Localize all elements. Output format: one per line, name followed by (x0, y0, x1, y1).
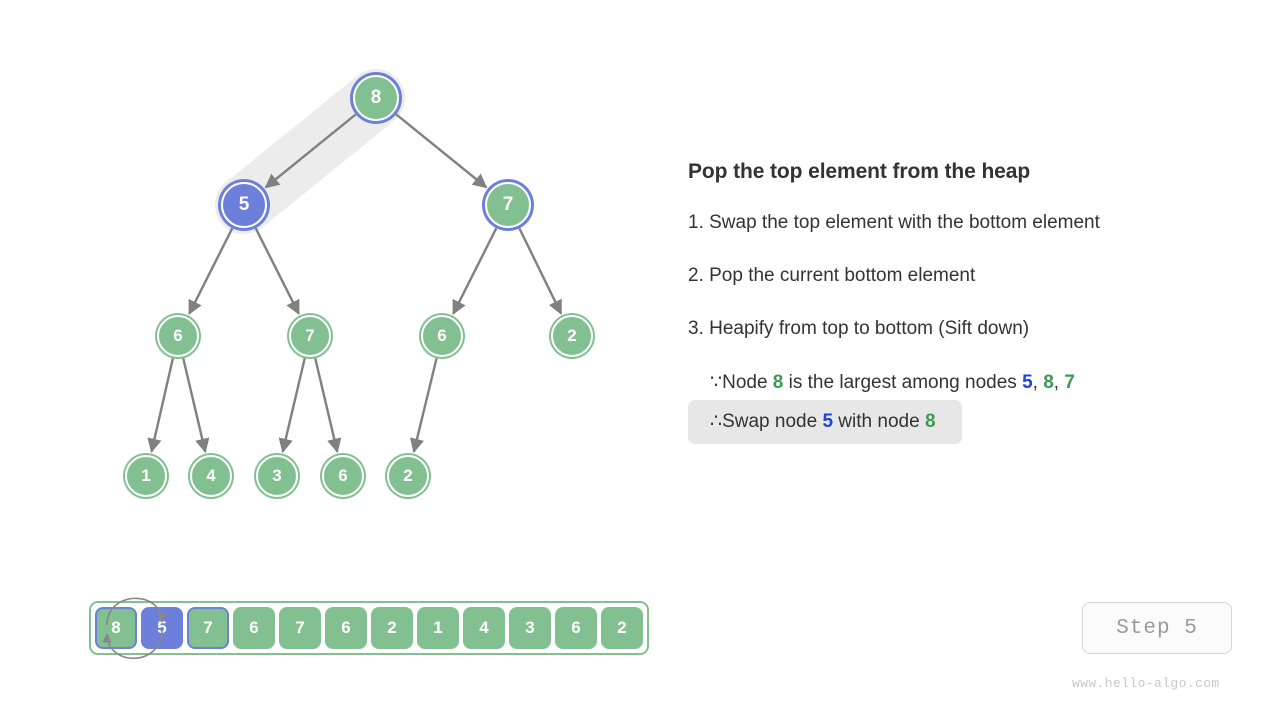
array-cell-8: 4 (463, 607, 505, 649)
reason-sep-1: , (1053, 372, 1065, 393)
array-cell-value: 3 (525, 618, 535, 637)
tree-edge-4 (452, 227, 498, 315)
tree-node-5: 6 (421, 315, 463, 357)
array-cell-2: 7 (187, 607, 229, 649)
tree-node-value: 2 (403, 466, 413, 485)
tree-edge-6 (147, 358, 175, 454)
array-cell-value: 6 (571, 618, 581, 637)
tree-node-value: 7 (502, 194, 514, 215)
array-representation: 8 5 7 6 7 6 2 1 4 3 6 2 (89, 601, 649, 655)
because-symbol: ∵ (710, 372, 723, 393)
conclusion-text-1: Swap node (722, 411, 823, 432)
array-cell-value: 2 (617, 618, 627, 637)
reason-candidate-1: 8 (1043, 372, 1054, 393)
edge-group (147, 113, 563, 454)
tree-node-value: 6 (173, 326, 183, 345)
array-cell-value: 2 (387, 618, 397, 637)
array-cell-6: 2 (371, 607, 413, 649)
tree-node-1: 5 (221, 182, 267, 228)
reason-candidate-0: 5 (1022, 372, 1033, 393)
array-cell-10: 6 (555, 607, 597, 649)
explanation-panel: Pop the top element from the heap 1. Swa… (688, 160, 1248, 444)
tree-node-value: 8 (370, 87, 382, 108)
array-cell-value: 5 (157, 618, 167, 637)
tree-edges (147, 69, 563, 454)
therefore-symbol: ∴ (710, 411, 723, 432)
tree-edge-1 (395, 113, 488, 189)
array-container: 8 5 7 6 7 6 2 1 4 3 6 2 (89, 601, 649, 655)
step-item-3: 3. Heapify from top to bottom (Sift down… (688, 318, 1030, 339)
array-cell-value: 4 (479, 618, 489, 637)
array-cell-0: 8 (95, 607, 137, 649)
reason-line: ∵Node 8 is the largest among nodes 5, 8,… (710, 371, 1248, 394)
reason-node-value: 8 (772, 372, 784, 393)
reason-text-2: is the largest among nodes (783, 372, 1023, 393)
array-cell-value: 6 (249, 618, 259, 637)
step-item-1: 1. Swap the top element with the bottom … (688, 212, 1100, 233)
tree-edge-3 (254, 227, 300, 315)
array-cell-1: 5 (141, 607, 183, 649)
reason-text-1: Node (722, 372, 773, 393)
array-cell-3: 6 (233, 607, 275, 649)
array-cell-9: 3 (509, 607, 551, 649)
tree-edge-7 (182, 358, 210, 454)
watermark: www.hello-algo.com (1072, 676, 1220, 691)
array-cell-5: 6 (325, 607, 367, 649)
tree-node-7: 1 (125, 455, 167, 497)
array-cell-value: 1 (433, 618, 443, 637)
step-item-2: 2. Pop the current bottom element (688, 265, 976, 286)
conclusion-from-node: 5 (822, 411, 834, 432)
array-cell-4: 7 (279, 607, 321, 649)
tree-node-value: 4 (206, 466, 216, 485)
reason-sep-0: , (1032, 372, 1044, 393)
tree-edge-0 (264, 113, 357, 189)
tree-edge-2 (188, 227, 234, 315)
tree-node-6: 2 (551, 315, 593, 357)
tree-node-0: 8 (353, 75, 399, 121)
conclusion-to-node: 8 (924, 411, 936, 432)
array-cell-11: 2 (601, 607, 643, 649)
tree-node-8: 4 (190, 455, 232, 497)
tree-node-value: 1 (141, 466, 151, 485)
tree-node-10: 6 (322, 455, 364, 497)
tree-node-value: 6 (338, 466, 348, 485)
tree-node-4: 7 (289, 315, 331, 357)
tree-edge-10 (409, 358, 438, 454)
tree-edge-8 (278, 358, 306, 454)
conclusion-line: ∴Swap node 5 with node 8 (688, 400, 962, 444)
reason-candidate-2: 7 (1064, 372, 1075, 393)
tree-node-value: 6 (437, 326, 447, 345)
tree-edge-9 (314, 358, 342, 454)
tree-node-value: 7 (305, 326, 315, 345)
tree-node-value: 5 (238, 194, 250, 215)
tree-node-2: 7 (485, 182, 531, 228)
tree-node-11: 2 (387, 455, 429, 497)
page-title: Pop the top element from the heap (688, 160, 1031, 183)
tree-node-value: 2 (567, 326, 577, 345)
tree-node-value: 3 (272, 466, 282, 485)
array-cell-value: 6 (341, 618, 351, 637)
conclusion-text-2: with node (833, 411, 925, 432)
tree-node-3: 6 (157, 315, 199, 357)
array-cell-7: 1 (417, 607, 459, 649)
tree-edge-5 (518, 227, 563, 315)
array-cell-value: 7 (295, 618, 305, 637)
array-cell-value: 8 (111, 618, 121, 637)
tree-node-9: 3 (256, 455, 298, 497)
step-badge: Step 5 (1082, 602, 1232, 654)
array-cell-value: 7 (203, 618, 213, 637)
